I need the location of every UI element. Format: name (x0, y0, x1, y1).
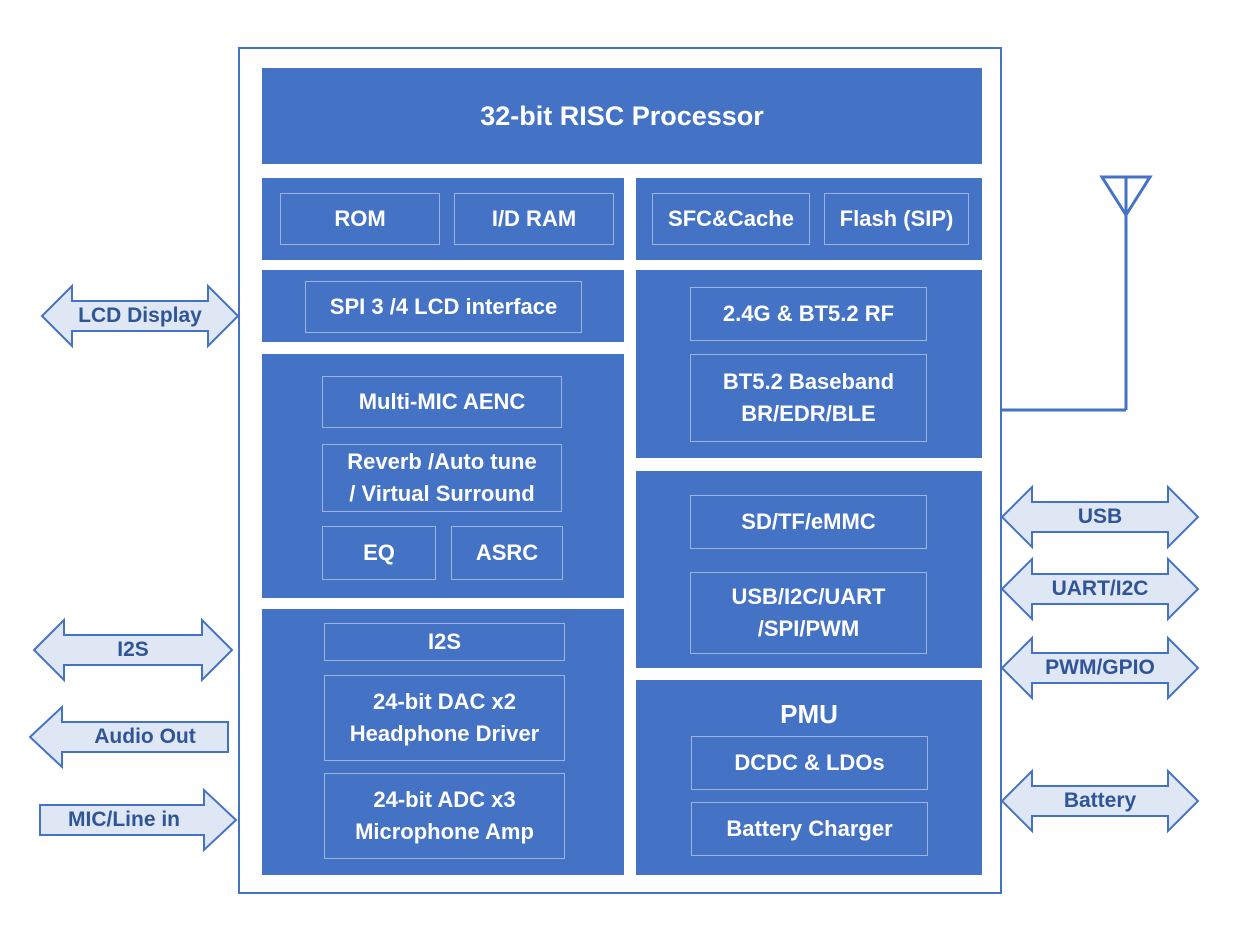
eq-box: EQ (322, 526, 436, 580)
rom-box: ROM (280, 193, 440, 245)
pwm-gpio-label: PWM/GPIO (1045, 656, 1155, 679)
uart-arrow-shape (1000, 556, 1200, 622)
memory-block: ROM I/D RAM (262, 178, 624, 260)
peripheral-block: SD/TF/eMMC USB/I2C/UART /SPI/PWM (636, 471, 982, 668)
rf-block: 2.4G & BT5.2 RF BT5.2 Baseband BR/EDR/BL… (636, 270, 982, 458)
pmu-block: PMU DCDC & LDOs Battery Charger (636, 680, 982, 875)
audio-out-arrow-shape (28, 704, 229, 770)
asrc-box: ASRC (451, 526, 563, 580)
lcd-interface-block: SPI 3 /4 LCD interface (262, 270, 624, 342)
processor-block: 32-bit RISC Processor (262, 68, 982, 164)
aenc-box: Multi-MIC AENC (322, 376, 562, 428)
battery-arrow-shape (1000, 768, 1200, 834)
mic-line-in-label: MIC/Line in (68, 808, 180, 831)
mic-arrow-shape (39, 787, 238, 853)
usb-label: USB (1077, 505, 1123, 528)
battery-label: Battery (1063, 789, 1137, 812)
dcdc-box: DCDC & LDOs (691, 736, 928, 790)
adc-box: 24-bit ADC x3 Microphone Amp (324, 773, 565, 859)
i2s-external-label: I2S (117, 638, 149, 661)
pwm-arrow-shape (1000, 635, 1200, 701)
lcd-interface-box: SPI 3 /4 LCD interface (305, 281, 582, 333)
audio-dsp-block: Multi-MIC AENC Reverb /Auto tune / Virtu… (262, 354, 624, 598)
processor-label: 32-bit RISC Processor (480, 100, 764, 131)
pmu-title: PMU (780, 698, 838, 729)
codec-block: I2S 24-bit DAC x2 Headphone Driver 24-bi… (262, 609, 624, 875)
flash-block: SFC&Cache Flash (SIP) (636, 178, 982, 260)
ram-box: I/D RAM (454, 193, 614, 245)
storage-box: SD/TF/eMMC (690, 495, 927, 549)
lcd-display-label: LCD Display (78, 304, 202, 327)
i2s-box: I2S (324, 623, 565, 661)
sfc-cache-box: SFC&Cache (652, 193, 810, 245)
baseband-box: BT5.2 Baseband BR/EDR/BLE (690, 354, 927, 442)
uart-i2c-label: UART/I2C (1051, 577, 1149, 600)
antenna-icon (1002, 175, 1153, 412)
flash-sip-box: Flash (SIP) (824, 193, 969, 245)
rf-box: 2.4G & BT5.2 RF (690, 287, 927, 341)
effects-box: Reverb /Auto tune / Virtual Surround (322, 444, 562, 512)
usb-arrow-shape (1000, 484, 1200, 550)
audio-out-label: Audio Out (94, 725, 196, 748)
lcd-arrow-shape (40, 283, 240, 349)
i2s-arrow-shape (32, 617, 234, 683)
dac-box: 24-bit DAC x2 Headphone Driver (324, 675, 565, 761)
charger-box: Battery Charger (691, 802, 928, 856)
interfaces-box: USB/I2C/UART /SPI/PWM (690, 572, 927, 654)
